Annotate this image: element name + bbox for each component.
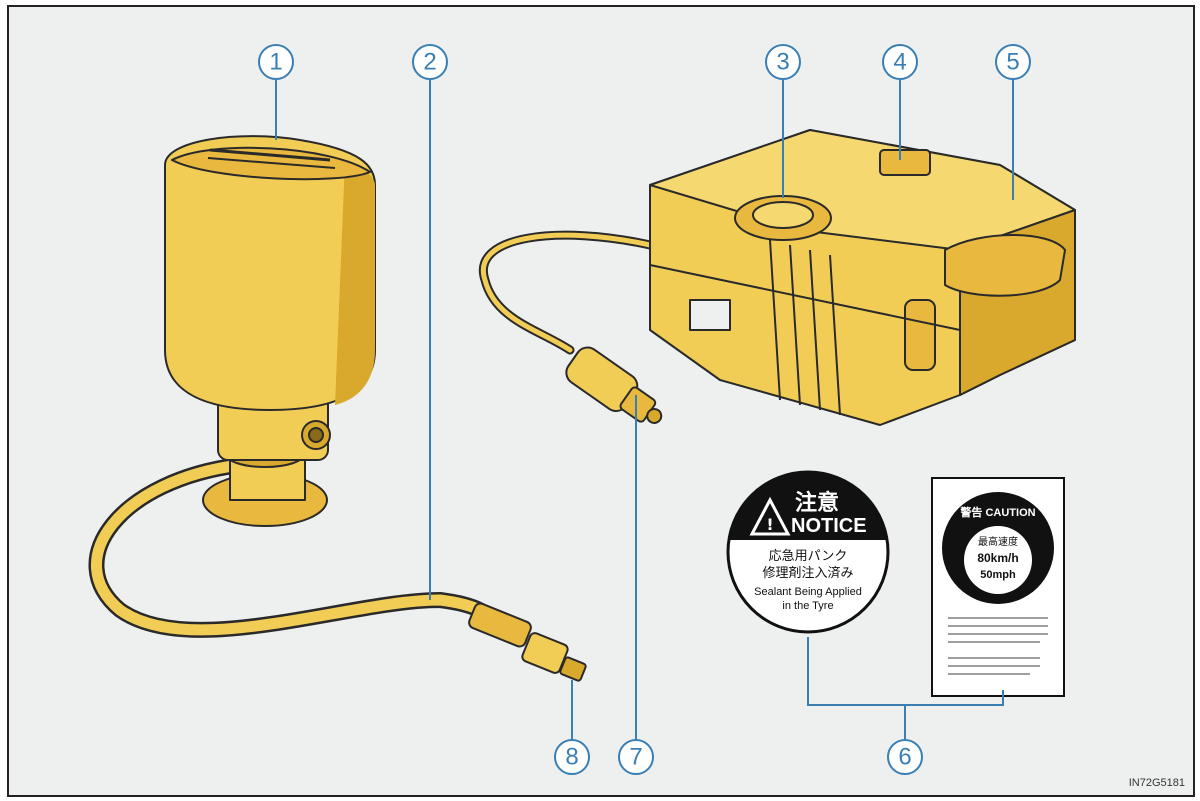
svg-text:4: 4 xyxy=(893,49,906,76)
notice-heading-jp: 注意 xyxy=(795,490,839,516)
svg-text:5: 5 xyxy=(1006,49,1019,76)
notice-heading-en: NOTICE xyxy=(791,515,867,537)
caution-speed-kmh: 80km/h xyxy=(977,551,1018,565)
warning-triangle-icon xyxy=(749,496,791,536)
callout-7: 7 xyxy=(618,739,654,775)
callout-8: 8 xyxy=(554,739,590,775)
svg-text:7: 7 xyxy=(629,744,642,771)
svg-text:2: 2 xyxy=(423,49,436,76)
notice-sticker: ! 注意 NOTICE 応急用パンク 修理剤注入済み Sealant Being… xyxy=(726,470,890,634)
compressor xyxy=(478,129,1076,426)
caution-heading: 警告 CAUTION xyxy=(959,505,1035,519)
callout-2: 2 xyxy=(412,44,448,80)
svg-text:8: 8 xyxy=(565,744,578,771)
notice-line4: in the Tyre xyxy=(782,600,833,612)
svg-text:6: 6 xyxy=(898,744,911,771)
figure-code: IN72G5181 xyxy=(1129,777,1185,789)
svg-text:3: 3 xyxy=(776,49,789,76)
callout-5: 5 xyxy=(995,44,1031,80)
callout-4: 4 xyxy=(882,44,918,80)
caution-fine-print xyxy=(948,617,1048,675)
sealant-bottle xyxy=(88,135,587,682)
notice-line1: 応急用パンク xyxy=(769,549,848,564)
callout-1: 1 xyxy=(258,44,294,80)
leader-lines xyxy=(275,80,1014,740)
caution-sticker: 警告 CAUTION 最高速度 80km/h 50mph xyxy=(931,477,1065,697)
caution-speed-jp: 最高速度 xyxy=(978,535,1018,548)
notice-line2: 修理剤注入済み xyxy=(762,565,853,581)
svg-text:!: ! xyxy=(766,515,773,534)
notice-line3: Sealant Being Applied xyxy=(754,586,862,598)
caution-speed-mph: 50mph xyxy=(980,569,1016,581)
callouts: 1 2 3 4 5 6 7 8 xyxy=(258,44,1031,775)
svg-text:1: 1 xyxy=(269,49,282,76)
callout-6: 6 xyxy=(887,739,923,775)
callout-3: 3 xyxy=(765,44,801,80)
